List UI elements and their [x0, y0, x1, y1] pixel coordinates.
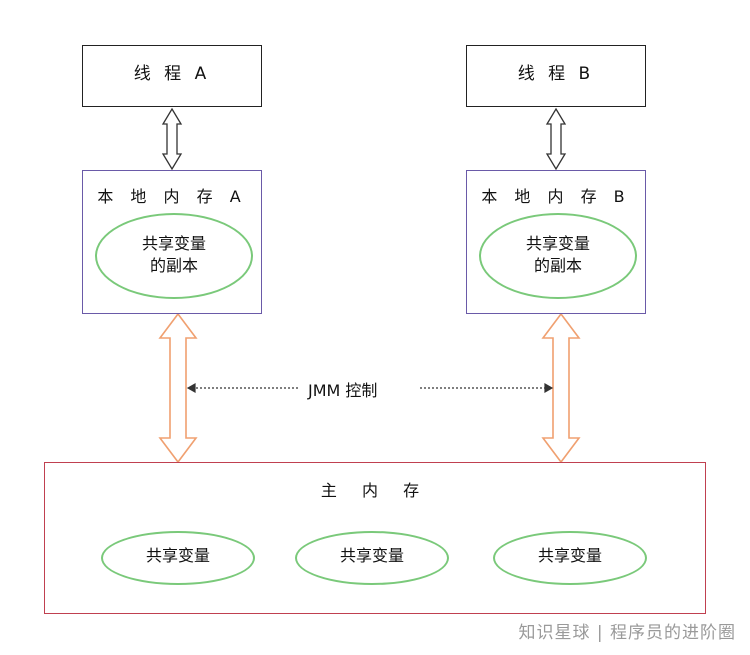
thread-b-local-double-arrow [545, 107, 567, 171]
local-b-shared-copy-line2: 的副本 [533, 256, 582, 275]
local-a-shared-copy-ellipse: 共享变量 的副本 [95, 213, 253, 299]
local-a-shared-copy-line1: 共享变量 [141, 234, 206, 253]
main-shared-var-ellipse-1: 共享变量 [101, 531, 255, 585]
local-memory-a-title: 本 地 内 存 A [97, 187, 247, 206]
local-a-shared-copy-line2: 的副本 [149, 256, 198, 275]
local-memory-b-box: 本 地 内 存 B 共享变量 的副本 [466, 170, 646, 314]
main-memory-title: 主 内 存 [320, 481, 430, 500]
main-memory-box: 主 内 存 共享变量 共享变量 共享变量 [44, 462, 706, 614]
thread-b-label: 线 程 B [517, 64, 595, 84]
local-b-shared-copy-line1: 共享变量 [525, 234, 590, 253]
main-shared-var-ellipse-3: 共享变量 [493, 531, 647, 585]
local-b-shared-copy-ellipse: 共享变量 的副本 [479, 213, 637, 299]
watermark-text: 知识星球 | 程序员的进阶圈 [518, 623, 736, 643]
thread-a-local-double-arrow [161, 107, 183, 171]
thread-a-label: 线 程 A [133, 64, 211, 84]
local-memory-b-title: 本 地 内 存 B [481, 187, 631, 206]
main-shared-var-label-1: 共享变量 [145, 546, 210, 565]
local-memory-a-box: 本 地 内 存 A 共享变量 的副本 [82, 170, 262, 314]
main-shared-var-label-2: 共享变量 [339, 546, 404, 565]
jmm-control-dotted-line [186, 382, 554, 394]
main-shared-var-ellipse-2: 共享变量 [295, 531, 449, 585]
main-shared-var-label-3: 共享变量 [537, 546, 602, 565]
jmm-control-label: JMM 控制 [302, 377, 384, 401]
thread-a-box: 线 程 A [82, 45, 262, 107]
thread-b-box: 线 程 B [466, 45, 646, 107]
